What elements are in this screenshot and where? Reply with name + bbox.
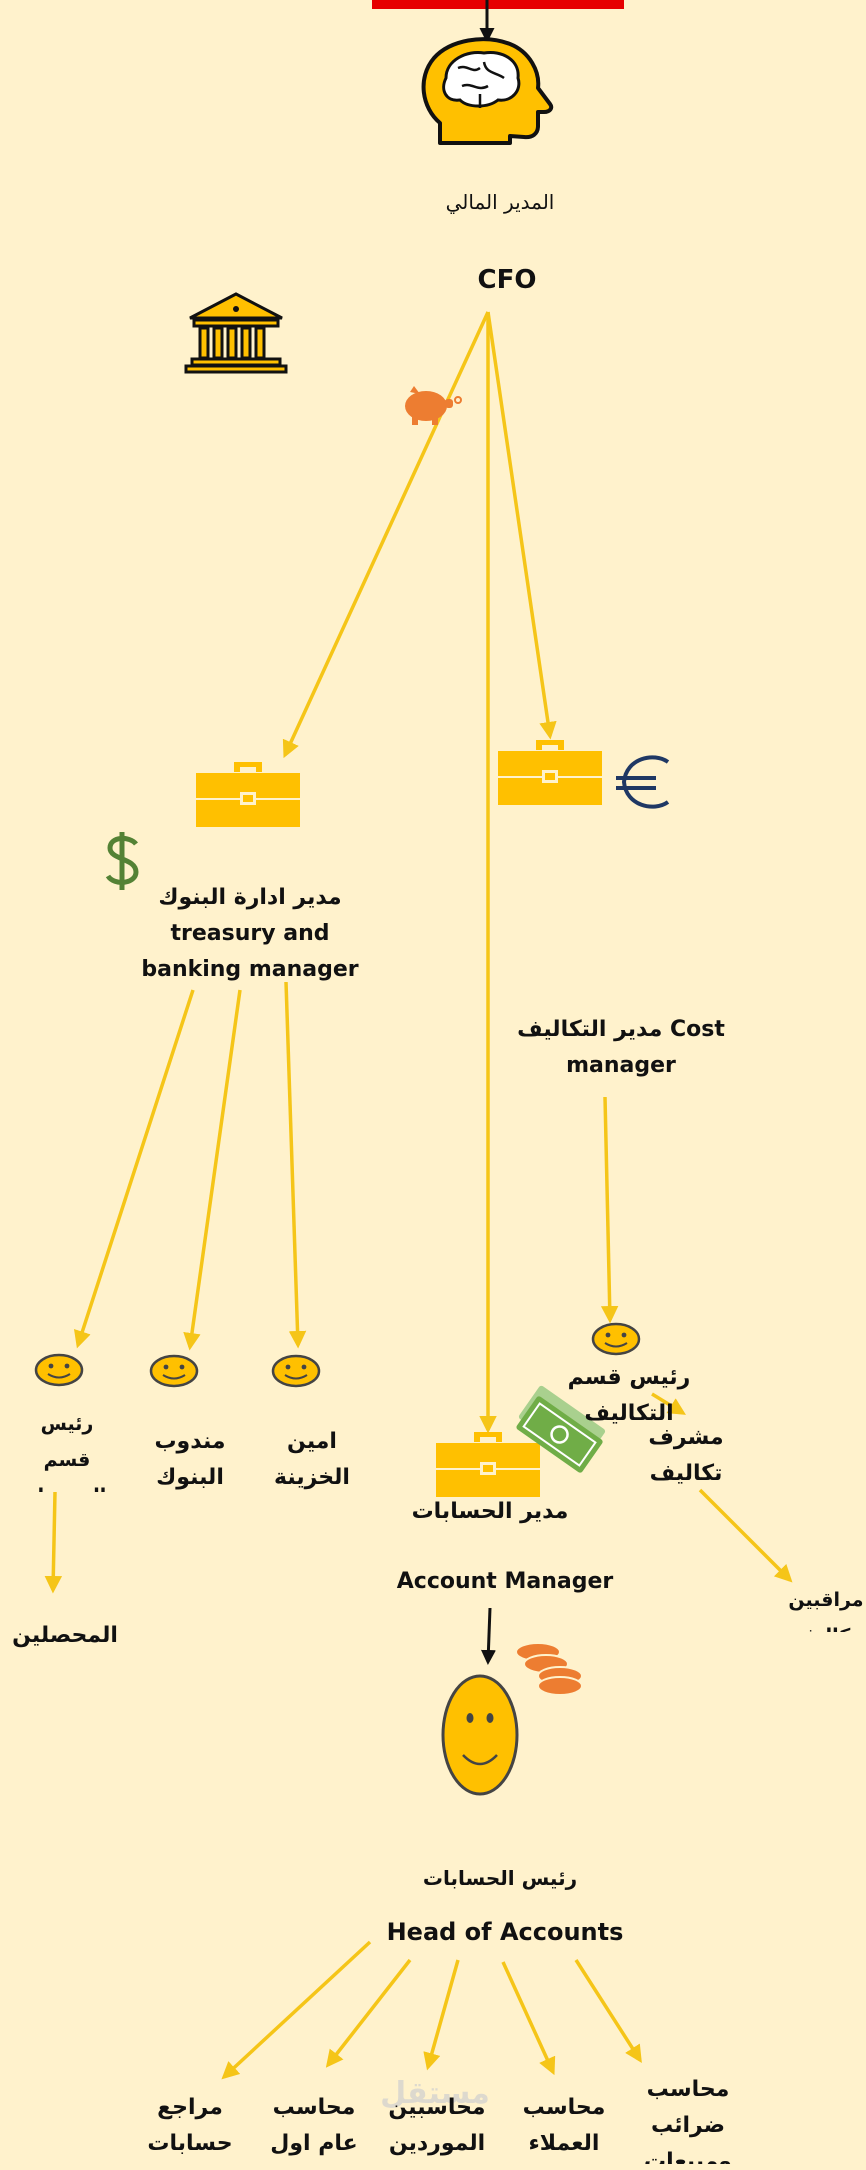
- smiley-face-icon: [591, 1322, 641, 1356]
- connector-treasury-treasurer: [284, 981, 307, 1349]
- smiley-face-icon: [149, 1354, 199, 1388]
- euro-icon: [616, 755, 670, 809]
- coins-icon: [515, 1642, 583, 1696]
- treasury-manager-label: مدير ادارة البنوك treasury and banking m…: [141, 885, 359, 982]
- piggy-bank-icon: [405, 386, 462, 425]
- connector-head-suppliers: [423, 1959, 460, 2071]
- connector-accounts-head: [480, 1607, 496, 1665]
- smiley-face-icon: [271, 1354, 321, 1388]
- connector-cfo-cost: [486, 311, 557, 740]
- smiley-face-icon: [441, 1674, 519, 1796]
- smiley-face-icon: [34, 1353, 84, 1387]
- connectors: [44, 311, 793, 2080]
- staff-tax-accountant-label: محاسب ضرائب ومبيعات: [643, 2077, 733, 2164]
- brain-head-icon: [421, 37, 554, 145]
- connector-supervisor-auditors: [698, 1488, 793, 1583]
- staff-general-accountant-label: محاسب عام اول: [270, 2095, 358, 2156]
- connector-treasury-bank-rep: [183, 989, 242, 1351]
- collectors-label: المحصلين: [12, 1623, 118, 1648]
- connector-cost-section: [600, 1096, 619, 1324]
- staff-supplier-accountants-label: محاسبين الموردين: [388, 2095, 486, 2156]
- watermark: مستقل: [380, 2076, 490, 2111]
- cost-supervisor-label: مشرف تكاليف: [648, 1425, 724, 1486]
- cost-section-head-label: رئيس قسم التكاليف: [567, 1365, 691, 1426]
- cost-manager-label: مدير التكاليف Cost manager: [517, 1017, 725, 1078]
- staff-customer-accountant-label: محاسب العملاء: [522, 2095, 606, 2156]
- cost-auditors-label: مراقبين تكاليف: [788, 1589, 864, 1632]
- connector-head-general: [325, 1958, 412, 2068]
- head-of-accounts-en-label: Head of Accounts: [386, 1918, 624, 1946]
- accounts-manager-ar-label: مدير الحسابات: [411, 1499, 569, 1524]
- treasurer-label: امين الخزينة: [274, 1429, 350, 1490]
- briefcase-icon: [196, 762, 300, 827]
- bank-rep-label: مندوب البنوك: [154, 1429, 226, 1490]
- connector-cfo-treasury: [282, 311, 490, 759]
- connector-head-tax: [574, 1959, 642, 2063]
- collection-head-label: رئيس قسم التحصيل: [28, 1413, 107, 1492]
- money-bills-icon: [516, 1385, 606, 1473]
- connector-treasury-collection: [73, 989, 195, 1349]
- briefcase-icon: [498, 740, 602, 805]
- staff-auditor-label: مراجع حسابات: [147, 2095, 233, 2156]
- top-bar: [372, 0, 624, 9]
- cfo-title-ar: المدير المالي: [445, 190, 555, 214]
- connector-head-auditor: [221, 1940, 372, 2080]
- accounts-manager-en-label: Account Manager: [396, 1569, 614, 1594]
- connector-head-customers: [501, 1961, 556, 2076]
- head-of-accounts-ar-label: رئيس الحسابات: [422, 1866, 578, 1890]
- dollar-icon: [105, 832, 139, 890]
- connector-collection-collectors: [44, 1491, 63, 1594]
- connector-cost-supervisor: [651, 1392, 686, 1415]
- briefcase-icon: [436, 1432, 540, 1497]
- bank-building-icon: [184, 292, 288, 374]
- cfo-title-en: CFO: [477, 265, 537, 295]
